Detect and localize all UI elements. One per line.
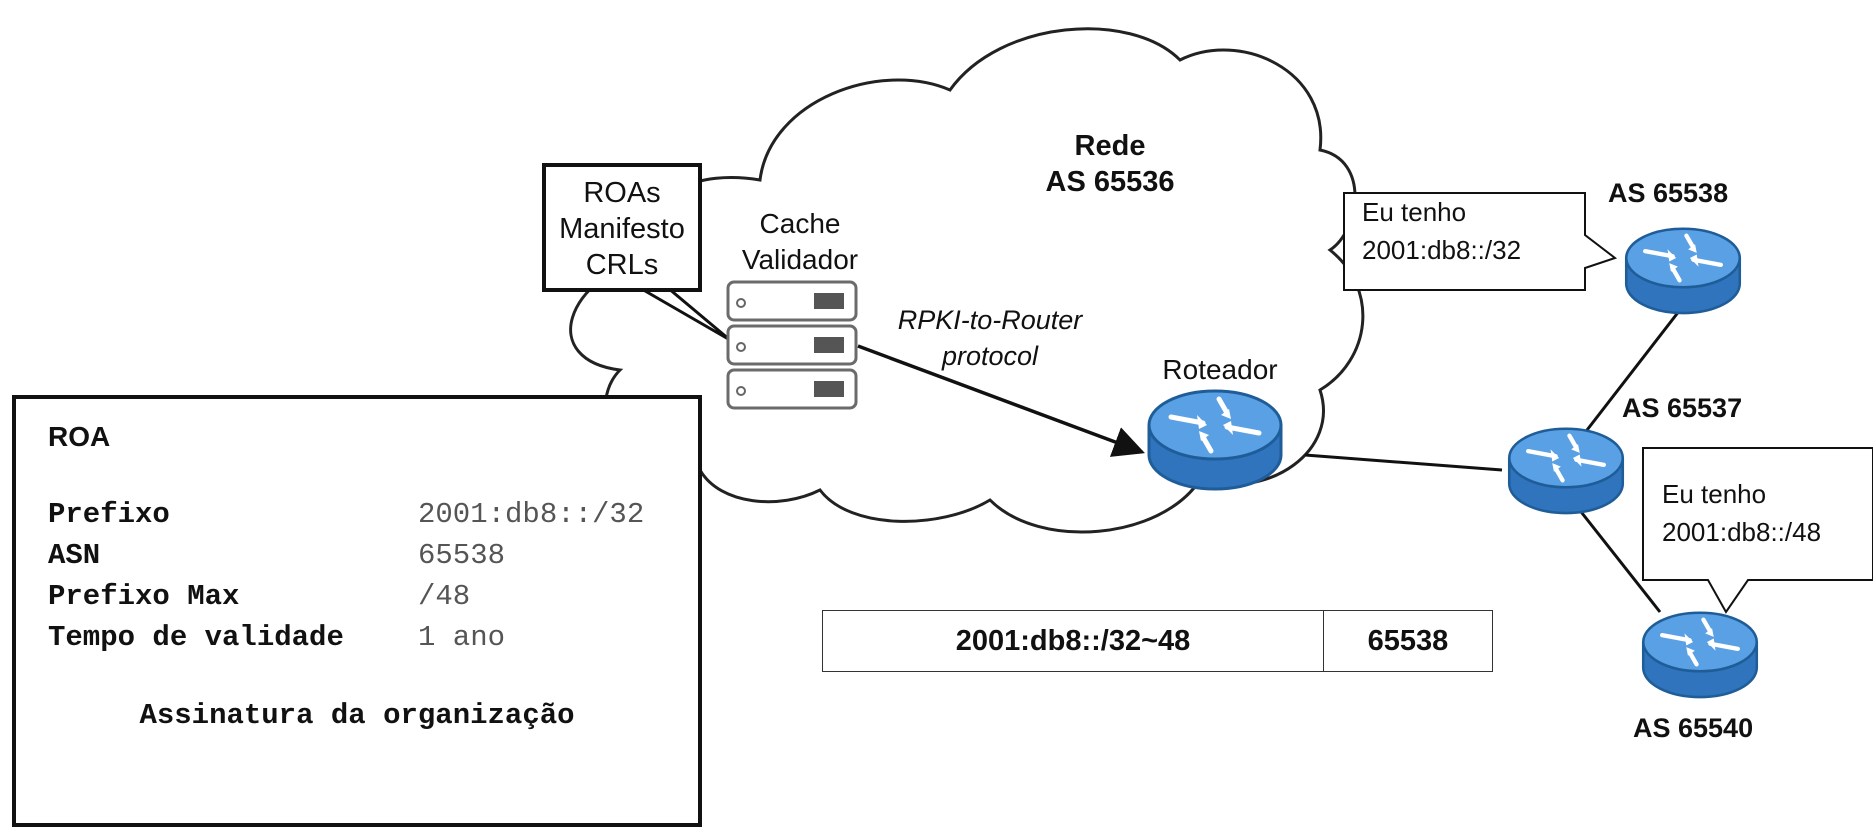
cache-label-line-2: Validador <box>741 244 859 275</box>
repository-line-manifest: Manifesto <box>559 213 685 245</box>
announcement-2-line-2: 2001:db8::/48 <box>1662 517 1822 547</box>
roa-field-row: Prefixo Max /48 <box>48 576 644 617</box>
roa-field-value: 1 ano <box>418 621 506 654</box>
announcement-1-line-2: 2001:db8::/32 <box>1362 235 1522 265</box>
cache-validator-server-icon <box>726 280 858 410</box>
signature-label: Assinatura da organização <box>139 699 575 732</box>
router-label: Roteador <box>1162 354 1278 385</box>
link-router-as65537 <box>1304 453 1503 472</box>
vrp-asn: 65538 <box>1323 610 1493 672</box>
vrp-row: 2001:db8::/32~48 65538 <box>822 610 1493 672</box>
network-name: Rede <box>1074 130 1146 162</box>
announcement-1-line-1: Eu tenho <box>1362 197 1467 227</box>
roa-title: ROA <box>48 421 111 452</box>
vrp-table: 2001:db8::/32~48 65538 <box>822 610 1493 672</box>
vrp-prefix: 2001:db8::/32~48 <box>822 610 1324 672</box>
cache-label-line-1: Cache <box>759 208 841 239</box>
roa-field-value: /48 <box>418 580 471 613</box>
link-as65537-as65538 <box>1568 305 1685 453</box>
as65538-label: AS 65538 <box>1608 178 1729 208</box>
roa-field-row: ASN 65538 <box>48 535 644 576</box>
roa-fields-table: Prefixo 2001:db8::/32 ASN 65538 Prefixo … <box>48 494 644 658</box>
announcement-text-1: Eu tenho 2001:db8::/32 <box>1362 193 1521 269</box>
repository-box: ROAs Manifesto CRLs <box>542 163 702 292</box>
roa-field-row: Prefixo 2001:db8::/32 <box>48 494 644 535</box>
rpki-to-router-arrow <box>857 344 1145 457</box>
protocol-line-2: protocol <box>941 341 1039 371</box>
router-as65540-icon <box>1643 613 1757 697</box>
router-icon <box>1149 391 1281 489</box>
roa-card: ROA Prefixo 2001:db8::/32 ASN 65538 Pref… <box>12 395 702 827</box>
roa-field-value: 65538 <box>418 539 506 572</box>
roa-field-key: Prefixo <box>48 498 170 531</box>
announcement-2-line-1: Eu tenho <box>1662 479 1767 509</box>
repository-line-roas: ROAs <box>583 177 661 209</box>
announcement-bubble-1 <box>1343 192 1618 291</box>
roa-field-key: ASN <box>48 539 101 572</box>
protocol-line-1: RPKI-to-Router <box>897 305 1083 335</box>
roa-field-value: 2001:db8::/32 <box>418 498 645 531</box>
as65540-label: AS 65540 <box>1633 713 1754 743</box>
network-asn: AS 65536 <box>1045 166 1175 198</box>
protocol-label: RPKI-to-Router protocol <box>880 302 1100 374</box>
roa-field-key: Prefixo Max <box>48 580 240 613</box>
cache-validator-label: Cache Validador <box>700 206 900 278</box>
as65537-label: AS 65537 <box>1622 393 1743 423</box>
router-as65537-icon <box>1509 429 1623 513</box>
repository-line-crls: CRLs <box>585 249 659 281</box>
roa-field-key: Tempo de validade <box>48 621 344 654</box>
router-as65538-icon <box>1626 229 1740 313</box>
network-title: Rede AS 65536 <box>990 128 1230 200</box>
announcement-bubble-2 <box>1642 447 1873 614</box>
announcement-text-2: Eu tenho 2001:db8::/48 <box>1662 475 1821 551</box>
roa-field-row: Tempo de validade 1 ano <box>48 617 644 658</box>
link-as65537-as65540 <box>1576 507 1662 613</box>
